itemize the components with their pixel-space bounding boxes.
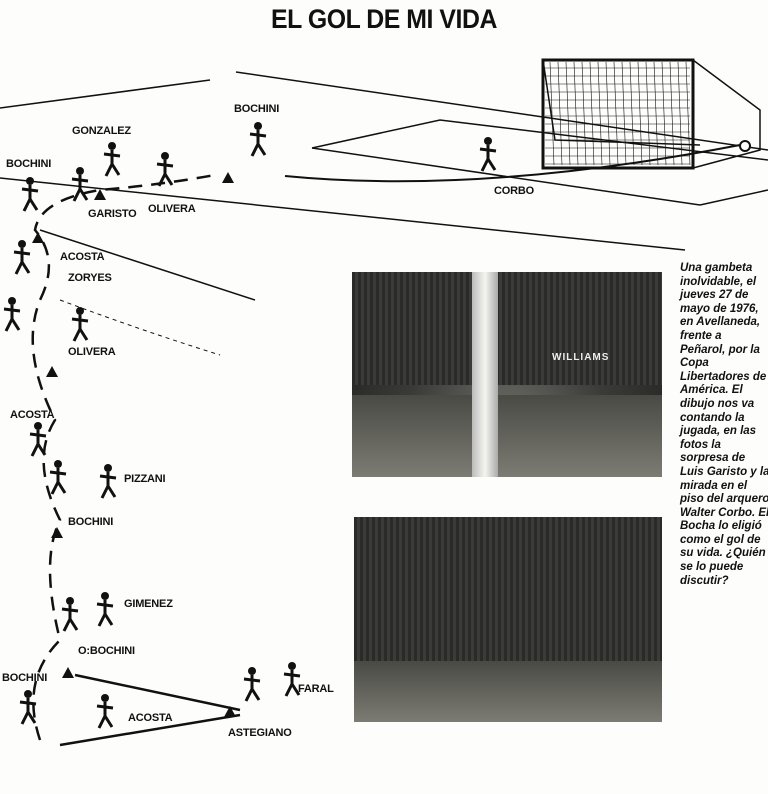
player-figure xyxy=(3,297,21,332)
label-gonzalez: GONZALEZ xyxy=(72,125,131,137)
player-figure xyxy=(283,662,301,697)
label-faral: FARAL xyxy=(298,683,334,695)
photo-banner: WILLIAMS xyxy=(552,352,610,363)
label-astegiano: ASTEGIANO xyxy=(228,727,292,739)
label-bochini: BOCHINI xyxy=(2,672,48,684)
arrow-icon xyxy=(46,366,58,377)
label-corbo: CORBO xyxy=(494,185,534,197)
run-path xyxy=(31,144,741,747)
label-bochini: O:BOCHINI xyxy=(78,645,135,657)
player-figures xyxy=(3,122,751,729)
label-olivera: OLIVERA xyxy=(68,346,116,358)
player-figure xyxy=(96,694,114,729)
player-figure xyxy=(29,422,47,457)
label-bochini: BOCHINI xyxy=(68,516,114,528)
label-garisto: GARISTO xyxy=(88,208,137,220)
photo-caption: Una gambeta inolvidable, el jueves 27 de… xyxy=(680,262,768,587)
page-title: EL GOL DE MI VIDA xyxy=(271,4,497,34)
label-acosta: ACOSTA xyxy=(128,712,173,724)
arrow-icon xyxy=(32,232,44,243)
player-figure xyxy=(243,667,261,702)
photo-players-running xyxy=(354,517,662,722)
player-figure xyxy=(156,152,174,187)
label-zoryes: ZORYES xyxy=(68,272,112,284)
player-figure xyxy=(99,464,117,499)
ball-icon xyxy=(739,140,751,152)
label-pizzani: PIZZANI xyxy=(124,473,166,485)
photo-goal-moment: WILLIAMS xyxy=(352,272,662,477)
arrow-icon xyxy=(62,667,74,678)
player-figure xyxy=(479,137,497,172)
player-figure xyxy=(13,240,31,275)
player-figure xyxy=(103,142,121,177)
label-bochini: BOCHINI xyxy=(6,158,52,170)
pitch-lines xyxy=(0,71,768,301)
player-figure xyxy=(249,122,267,157)
label-acosta: ACOSTA xyxy=(10,409,55,421)
label-gimenez: GIMENEZ xyxy=(124,598,173,610)
player-figure xyxy=(71,307,89,342)
label-olivera: OLIVERA xyxy=(148,203,196,215)
arrow-icon xyxy=(222,172,234,183)
player-figure xyxy=(49,460,67,495)
player-figure xyxy=(21,177,39,212)
goal-net xyxy=(541,58,761,170)
player-figure xyxy=(96,592,114,627)
player-figure xyxy=(71,167,89,202)
label-acosta: ACOSTA xyxy=(60,251,105,263)
player-figure xyxy=(61,597,79,632)
label-bochini: BOCHINI xyxy=(234,103,280,115)
direction-arrows xyxy=(32,172,236,717)
player-figure xyxy=(19,690,37,725)
arrow-icon xyxy=(224,706,236,717)
arrow-icon xyxy=(94,189,106,200)
arrow-icon xyxy=(51,527,63,538)
